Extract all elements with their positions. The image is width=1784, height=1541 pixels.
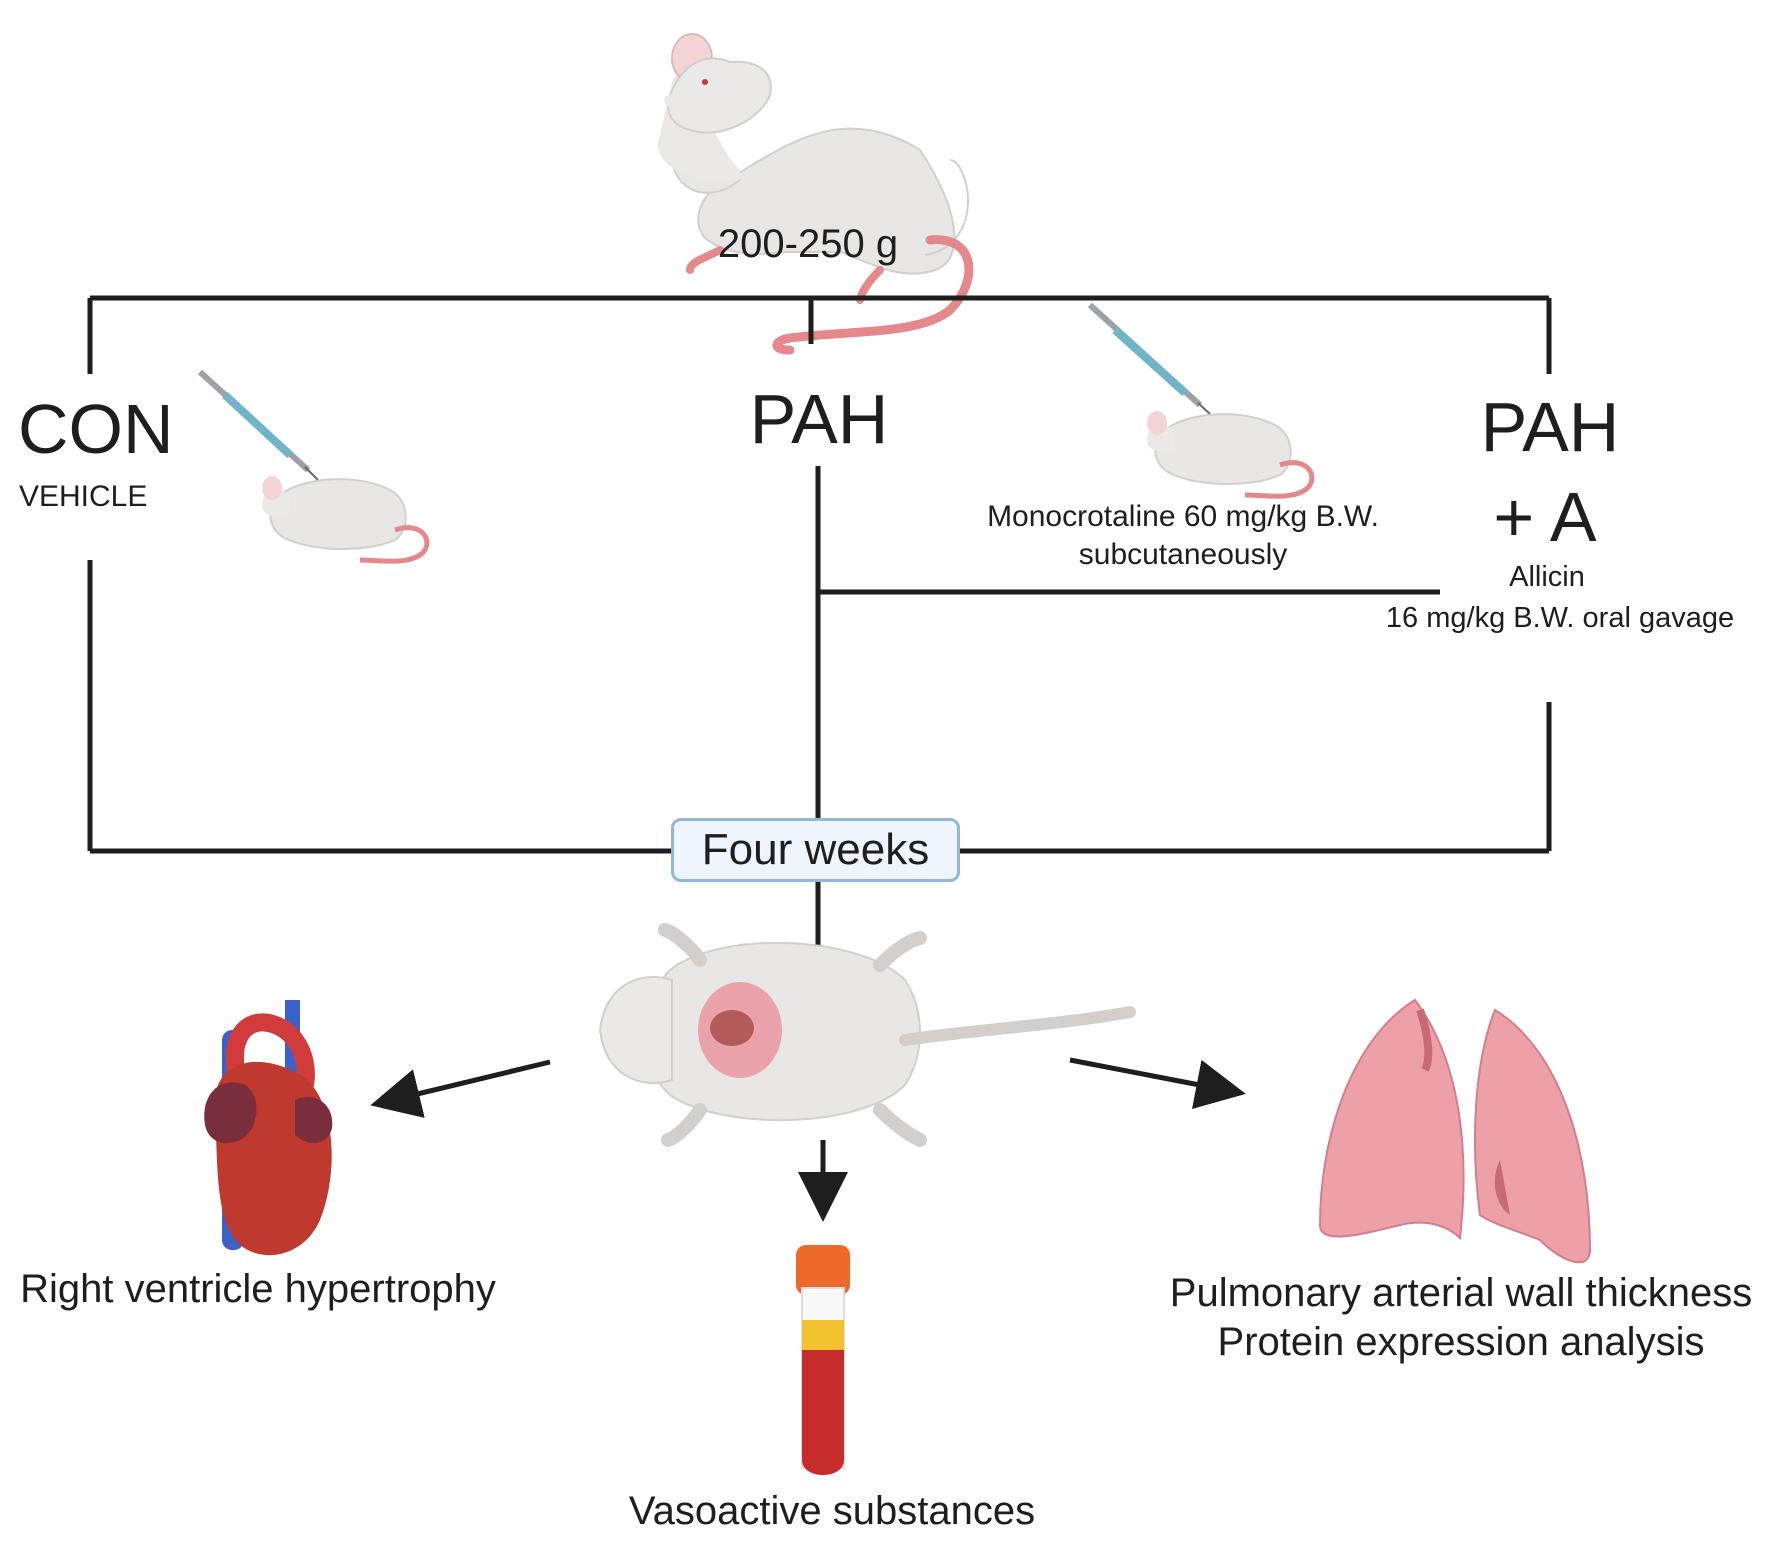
lung-outcome-label-1: Pulmonary arterial wall thickness bbox=[1169, 1271, 1753, 1315]
duration-badge: Four weeks bbox=[671, 818, 960, 882]
allicin-label-1: Allicin bbox=[1509, 561, 1585, 593]
syringe-icon bbox=[1087, 302, 1211, 415]
lungs-icon bbox=[1318, 998, 1592, 1264]
rat-small-icon bbox=[262, 476, 430, 564]
monocrotaline-label-1: Monocrotaline 60 mg/kg B.W. bbox=[987, 500, 1379, 533]
group-pah-a-label-1: PAH bbox=[1480, 388, 1620, 466]
arrows bbox=[370, 1057, 1246, 1222]
rat-small-icon bbox=[1147, 411, 1315, 499]
group-pah-a-label-2: + A bbox=[1493, 478, 1597, 556]
lung-outcome-label-2: Protein expression analysis bbox=[1217, 1320, 1705, 1364]
blood-tube-icon bbox=[796, 1245, 850, 1475]
group-con-label: CON bbox=[18, 390, 174, 468]
heart-outcome-label: Right ventricle hypertrophy bbox=[20, 1267, 496, 1311]
rat-icon bbox=[658, 33, 974, 355]
heart-icon bbox=[204, 1000, 333, 1256]
rat-weight-label: 200-250 g bbox=[717, 222, 899, 266]
monocrotaline-label-2: subcutaneously bbox=[1078, 538, 1288, 571]
group-con-sublabel: VEHICLE bbox=[19, 480, 148, 513]
syringe-icon bbox=[197, 369, 319, 481]
connector-lines bbox=[87, 295, 1552, 966]
group-pah-label: PAH bbox=[749, 380, 889, 458]
blood-outcome-label: Vasoactive substances bbox=[628, 1489, 1036, 1533]
dissected-rat-icon bbox=[598, 923, 1136, 1147]
allicin-label-2: 16 mg/kg B.W. oral gavage bbox=[1385, 602, 1735, 634]
